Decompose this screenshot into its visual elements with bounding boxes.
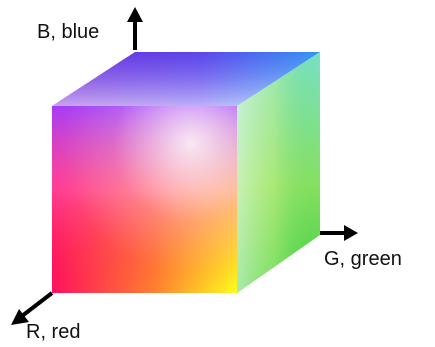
green-axis-label: G, green: [324, 248, 402, 270]
cube-right-face: [237, 52, 320, 293]
green-axis-arrow: [320, 225, 358, 241]
blue-axis-arrow: [127, 7, 143, 50]
blue-axis-label: B, blue: [37, 21, 100, 43]
red-axis-label: R, red: [26, 321, 81, 343]
cube-top-face: [52, 52, 320, 106]
cube-front-face: [52, 106, 237, 293]
red-axis-arrow: [11, 291, 54, 325]
